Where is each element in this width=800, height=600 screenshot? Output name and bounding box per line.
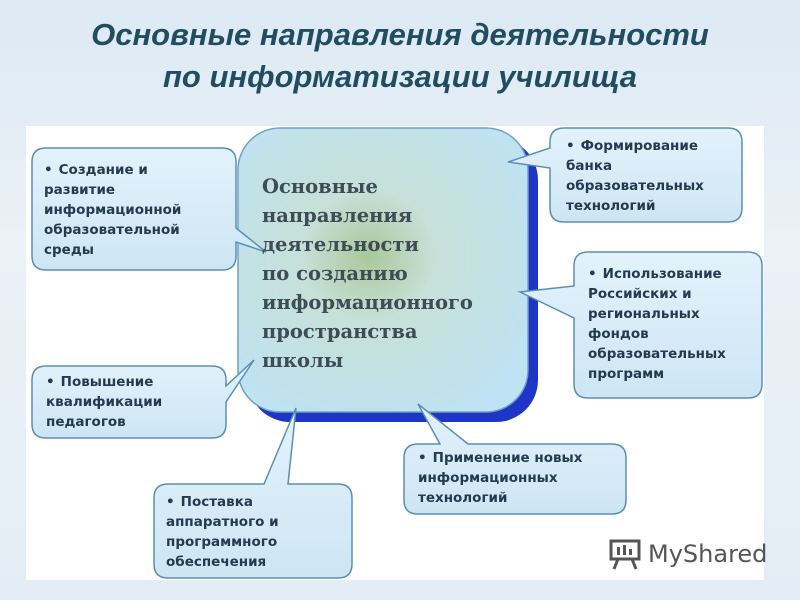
bubble-line: Повышение [60, 374, 154, 390]
bullet: • [588, 266, 597, 282]
center-line: информационного [262, 291, 473, 314]
center-line: по созданию [262, 262, 408, 285]
bubble-line: образовательной [44, 222, 180, 238]
bubble-line: Применение новых [432, 450, 583, 466]
bubble-line: Создание и [58, 162, 148, 178]
bubble-funds-text: • Использование Российских и региональных… [588, 264, 726, 384]
bubble-line: Формирование [580, 138, 698, 154]
center-line: школы [262, 349, 344, 372]
bubble-line: Использование [602, 266, 722, 282]
bullet: • [44, 162, 53, 178]
bubble-line: Поставка [180, 494, 253, 510]
bubble-line: технологий [418, 490, 508, 506]
myshared-logo: MyShared [608, 536, 767, 572]
bubble-line: программного [166, 534, 278, 550]
bubble-apply [403, 403, 627, 515]
bubble-line: информационной [44, 202, 182, 218]
center-line: направления [262, 204, 413, 227]
bubble-line: обеспечения [166, 554, 267, 570]
bubble-line: фондов [588, 326, 649, 342]
bullet: • [566, 138, 575, 154]
bubble-supply [153, 407, 353, 579]
bubble-funds [517, 251, 763, 399]
bubble-line: образовательных [588, 346, 726, 362]
center-box [237, 127, 529, 413]
bubble-line: технологий [566, 198, 656, 214]
bubble-line: информационных [418, 470, 558, 486]
title-line-1: Основные направления деятельности [91, 17, 709, 52]
bubble-line: банка [566, 158, 613, 174]
bubble-apply-text: • Применение новых информационных техноло… [418, 448, 582, 508]
bubble-qual-text: • Повышение квалификации педагогов [46, 372, 162, 432]
bubble-line: аппаратного и [166, 514, 279, 530]
bullet: • [166, 494, 175, 510]
center-line: деятельности [262, 233, 419, 256]
center-line: пространства [262, 320, 418, 343]
bullet: • [46, 374, 55, 390]
slide-title: Основные направления деятельности по инф… [0, 14, 800, 98]
bubble-env [31, 147, 267, 271]
bubble-line: квалификации [46, 394, 163, 410]
bubble-bank-text: • Формирование банка образовательных техн… [566, 136, 704, 216]
bubble-env-text: • Создание и развитие информационной обра… [44, 160, 181, 260]
bubble-qual [31, 359, 255, 439]
center-text: Основные направления деятельности по соз… [262, 172, 512, 375]
bubble-line: Российских и [588, 286, 692, 302]
bubble-supply-text: • Поставка аппаратного и программного обе… [166, 492, 279, 572]
bullet: • [418, 450, 427, 466]
bubble-line: программ [588, 366, 665, 382]
center-line: Основные [262, 175, 378, 198]
bubble-line: образовательных [566, 178, 704, 194]
bubble-line: региональных [588, 306, 700, 322]
bubble-line: развитие [44, 182, 116, 198]
logo-text: MyShared [648, 540, 768, 568]
bubble-line: среды [44, 242, 94, 258]
title-line-2: по информатизации училища [163, 59, 637, 94]
presentation-board-icon [609, 539, 641, 570]
bubble-line: педагогов [46, 414, 126, 430]
bubble-bank [507, 127, 743, 223]
